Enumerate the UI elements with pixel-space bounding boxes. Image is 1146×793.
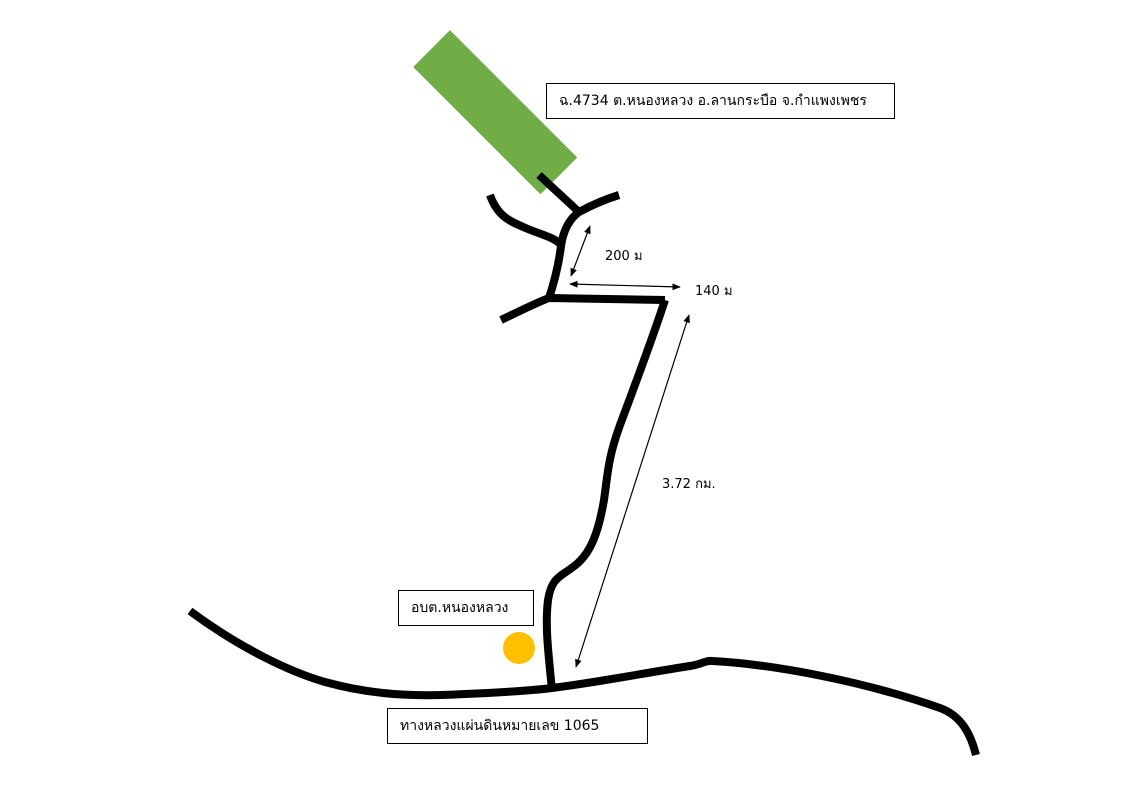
location-label: ฉ.4734 ต.หนองหลวง อ.ลานกระบือ จ.กำแพงเพช…: [559, 93, 867, 109]
distance-label-140m: 140 ม: [695, 284, 733, 299]
road-branch-left: [486, 193, 566, 249]
office-label: อบต.หนองหลวง: [411, 600, 509, 616]
site-marker-icon: [413, 30, 578, 195]
highway-label: ทางหลวงแผ่นดินหมายเลข 1065: [400, 718, 600, 734]
distance-arrow-140m: [569, 280, 681, 291]
location-label-box: ฉ.4734 ต.หนองหลวง อ.ลานกระบือ จ.กำแพงเพช…: [546, 83, 895, 119]
office-location-icon: [503, 632, 535, 664]
distance-arrow-200m: [570, 225, 591, 277]
road-branch-right: [545, 191, 621, 300]
distance-arrow-3-72km: [575, 314, 690, 668]
distance-label-200m: 200 ม: [605, 249, 643, 264]
highway-1065-road: [187, 607, 980, 757]
office-label-box: อบต.หนองหลวง: [398, 590, 534, 626]
distance-label-3-72km: 3.72 กม.: [662, 477, 716, 492]
highway-label-box: ทางหลวงแผ่นดินหมายเลข 1065: [387, 708, 648, 744]
road-main: [542, 298, 669, 691]
road-to-site: [536, 172, 582, 215]
road-connector: [499, 294, 666, 324]
